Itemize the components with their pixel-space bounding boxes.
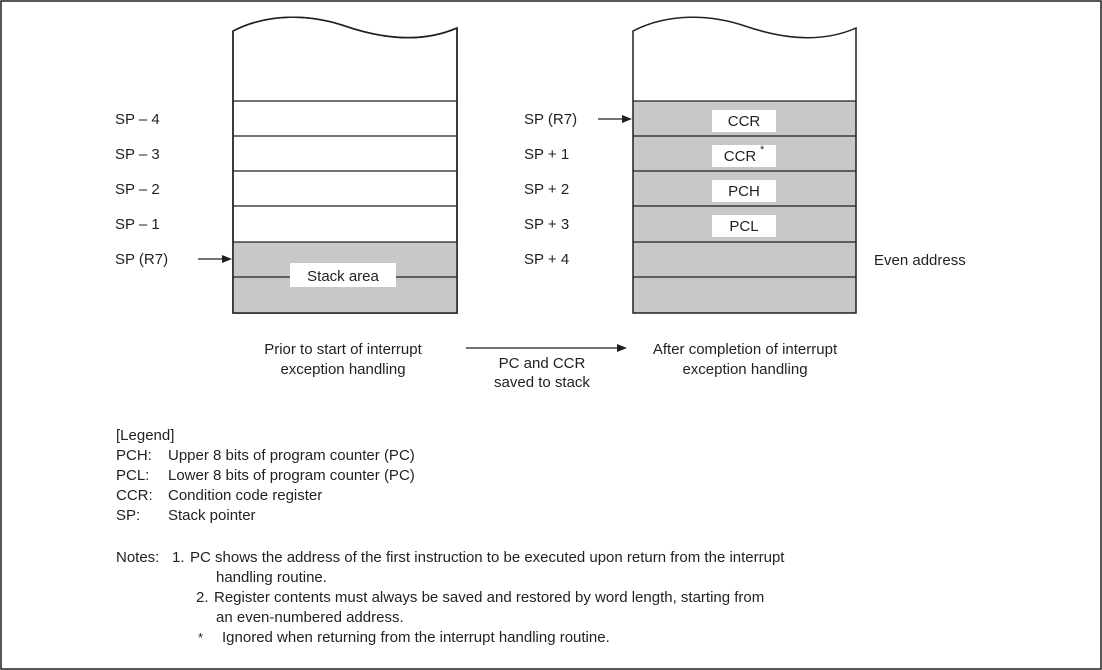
transition-arrow <box>466 344 627 352</box>
transition-label-line1: PC and CCR <box>499 355 586 372</box>
legend-item: PCH: Upper 8 bits of program counter (PC… <box>116 446 415 466</box>
note-text: Register contents must always be saved a… <box>214 589 765 606</box>
legend: [Legend] PCH: Upper 8 bits of program co… <box>116 426 415 526</box>
legend-item: SP: Stack pointer <box>116 506 415 526</box>
cell-pch: PCH <box>728 183 760 200</box>
legend-desc: Stack pointer <box>168 507 256 524</box>
stack-area-label-box <box>290 263 396 287</box>
before-address-labels: SP – 4 SP – 3 SP – 2 SP – 1 SP (R7) <box>115 111 232 268</box>
legend-key: CCR: <box>116 487 153 504</box>
legend-desc: Condition code register <box>168 487 323 504</box>
cell-pcl: PCL <box>729 218 758 235</box>
note-text: PC shows the address of the first instru… <box>190 549 785 566</box>
note-1: Notes: 1. PC shows the address of the fi… <box>116 548 784 568</box>
before-label: SP – 3 <box>115 146 160 163</box>
after-label: SP (R7) <box>524 111 577 128</box>
notes-heading: Notes: <box>116 549 160 566</box>
sp-arrow-after <box>598 115 632 123</box>
cell-box-pch <box>712 180 776 202</box>
legend-key: SP: <box>116 507 141 524</box>
note-text: Ignored when returning from the interrup… <box>222 629 610 646</box>
before-caption-line2: exception handling <box>280 361 405 378</box>
stack-after-outline <box>632 16 857 314</box>
after-caption-line1: After completion of interrupt <box>653 341 838 358</box>
note-number: 2. <box>196 589 209 606</box>
note-continuation: handling routine. <box>216 569 327 586</box>
before-caption-line1: Prior to start of interrupt <box>264 341 422 358</box>
transition-label-line2: saved to stack <box>494 374 590 391</box>
cell-ccr: CCR <box>728 113 761 130</box>
before-label: SP – 4 <box>115 111 160 128</box>
legend-key: PCL: <box>116 467 150 484</box>
sp-arrow-before <box>198 255 232 263</box>
cell-box-ccr <box>712 110 776 132</box>
stack-after: CCR CCR * PCH PCL <box>632 16 857 314</box>
note-star: * Ignored when returning from the interr… <box>116 628 784 648</box>
legend-item: CCR: Condition code register <box>116 486 415 506</box>
note-number: 1. <box>172 549 185 566</box>
legend-desc: Upper 8 bits of program counter (PC) <box>168 447 415 464</box>
note-2: 2. Register contents must always be save… <box>116 588 784 608</box>
cell-box-pcl <box>712 215 776 237</box>
after-label: SP + 2 <box>524 181 569 198</box>
after-caption-line2: exception handling <box>682 361 807 378</box>
note-continuation: an even-numbered address. <box>216 609 404 626</box>
after-label: SP + 1 <box>524 146 569 163</box>
after-label: SP + 3 <box>524 216 569 233</box>
legend-key: PCH: <box>116 447 152 464</box>
cell-ccr-star: CCR <box>724 148 757 165</box>
note-star-mark: * <box>198 630 204 645</box>
cell-box-ccr-star <box>712 145 776 167</box>
after-label: SP + 4 <box>524 251 569 268</box>
stack-before: Stack area <box>232 16 458 314</box>
after-address-labels: SP (R7) SP + 1 SP + 2 SP + 3 SP + 4 <box>524 111 632 268</box>
legend-item: PCL: Lower 8 bits of program counter (PC… <box>116 466 415 486</box>
stack-area-label: Stack area <box>307 268 379 285</box>
before-label: SP – 1 <box>115 216 160 233</box>
stack-after-shaded <box>633 101 856 313</box>
legend-desc: Lower 8 bits of program counter (PC) <box>168 467 415 484</box>
before-label: SP – 2 <box>115 181 160 198</box>
before-label: SP (R7) <box>115 251 168 268</box>
even-address-label: Even address <box>874 252 966 269</box>
notes: Notes: 1. PC shows the address of the fi… <box>116 548 784 648</box>
ccr-star-mark: * <box>760 144 765 156</box>
legend-title: [Legend] <box>116 427 175 444</box>
